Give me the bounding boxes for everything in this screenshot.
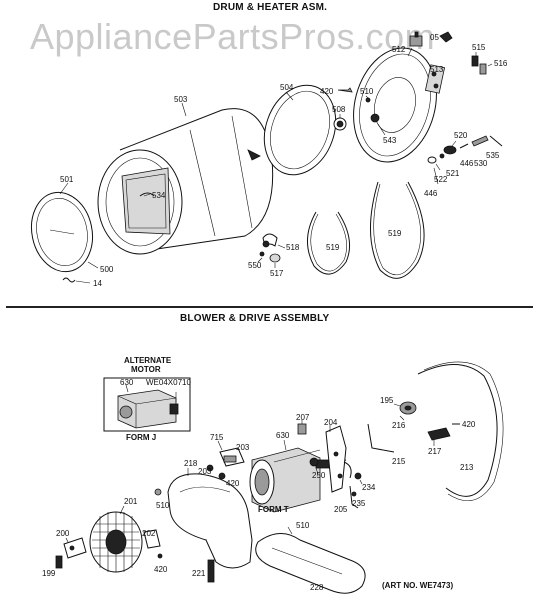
label-420-right: 420 [462, 420, 476, 429]
label-534: 534 [152, 191, 166, 200]
thermostat-part [409, 31, 423, 47]
label-203-upper: 203 [236, 443, 250, 452]
label-228: 228 [310, 583, 324, 592]
label-204: 204 [324, 418, 338, 427]
label-516: 516 [494, 59, 508, 68]
label-234: 234 [362, 483, 376, 492]
label-202: 202 [142, 529, 156, 538]
label-520: 520 [454, 131, 468, 140]
label-216: 216 [392, 421, 406, 430]
label-518: 518 [286, 243, 300, 252]
screw-part [154, 488, 162, 496]
bearing-part [333, 117, 347, 131]
watermark: AppliancePartsPros.com [30, 16, 436, 57]
idler-arm-part [367, 423, 395, 453]
label-14: 14 [93, 279, 102, 288]
fuse-part [471, 55, 487, 75]
drive-motor-part [249, 447, 347, 513]
seal-strip-part [207, 559, 215, 583]
label-521: 521 [446, 169, 460, 178]
label-630: 630 [276, 431, 290, 440]
motor-switch-part [206, 447, 245, 480]
label-543: 543 [383, 136, 397, 145]
blower-bracket-part [55, 537, 87, 569]
label-420-top: 420 [320, 87, 334, 96]
label-250: 250 [312, 471, 326, 480]
label-446-upper: 446 [460, 159, 474, 168]
label-221: 221 [192, 569, 206, 578]
label-446-lower: 446 [424, 189, 438, 198]
label-515: 515 [472, 43, 486, 52]
label-500: 500 [100, 265, 114, 274]
idler-pulley-part [399, 401, 417, 415]
screw-part [62, 277, 76, 283]
label-05: 05 [430, 33, 439, 42]
label-201: 201 [124, 497, 138, 506]
exhaust-duct-part [255, 533, 366, 594]
drum-roller-part [259, 233, 281, 263]
label-217: 217 [428, 447, 442, 456]
label-519-left: 519 [326, 243, 340, 252]
label-517: 517 [270, 269, 284, 278]
label-420-lower: 420 [154, 565, 168, 574]
label-512: 512 [392, 45, 406, 54]
label-218: 218 [184, 459, 198, 468]
label-form-t: FORM T [258, 505, 289, 514]
label-510-right: 510 [296, 521, 310, 530]
label-form-j: FORM J [126, 433, 156, 442]
label-213: 213 [460, 463, 474, 472]
label-200: 200 [56, 529, 70, 538]
label-513: 513 [430, 65, 444, 74]
label-207: 207 [296, 413, 310, 422]
bracket-part [427, 423, 460, 441]
label-199: 199 [42, 569, 56, 578]
drum-belt-part [307, 211, 351, 275]
heater-housing-part [353, 47, 437, 163]
label-630-alt: 630 [120, 378, 134, 387]
label-510-left: 510 [156, 501, 170, 510]
label-522: 522 [434, 175, 448, 184]
label-535: 535 [486, 151, 500, 160]
label-205: 205 [334, 505, 348, 514]
label-195: 195 [380, 396, 394, 405]
label-215: 215 [392, 457, 406, 466]
label-530: 530 [474, 159, 488, 168]
blower-housing-part [167, 473, 253, 569]
label-510: 510 [360, 87, 374, 96]
section-divider [6, 306, 533, 308]
label-203-lower: 203 [198, 467, 212, 476]
label-508: 508 [332, 105, 346, 114]
alternate-motor-label-1: ALTERNATE [124, 356, 172, 365]
label-503: 503 [174, 95, 188, 104]
label-504: 504 [280, 83, 294, 92]
blower-wheel-part [89, 511, 143, 573]
label-501: 501 [60, 175, 74, 184]
label-715: 715 [210, 433, 224, 442]
label-550: 550 [248, 261, 262, 270]
label-235: 235 [352, 499, 366, 508]
rear-bulkhead-seal-part [263, 84, 337, 176]
drive-belt-part [417, 361, 504, 502]
idler-bracket-part [297, 423, 352, 493]
drum-belt-part [370, 181, 425, 279]
idler-spring-part [349, 472, 362, 509]
alternate-motor-box [103, 377, 191, 432]
blower-drive-title: BLOWER & DRIVE ASSEMBLY [180, 313, 330, 324]
terminal-part [439, 31, 453, 43]
cutoff-part [424, 64, 446, 94]
drum-part [97, 108, 274, 255]
label-519-right: 519 [388, 229, 402, 238]
alternate-motor-label-2: MOTOR [131, 365, 161, 374]
drum-heater-title: DRUM & HEATER ASM. [213, 2, 328, 13]
label-we04x0710: WE04X0710 [146, 378, 191, 387]
label-art-no: (ART NO. WE7473) [382, 581, 453, 590]
label-420-motor: 420 [226, 479, 240, 488]
front-seal-part [30, 191, 94, 273]
blower-clip-part [143, 529, 163, 559]
heater-terminal-part [427, 135, 503, 164]
screw-part [337, 87, 353, 93]
